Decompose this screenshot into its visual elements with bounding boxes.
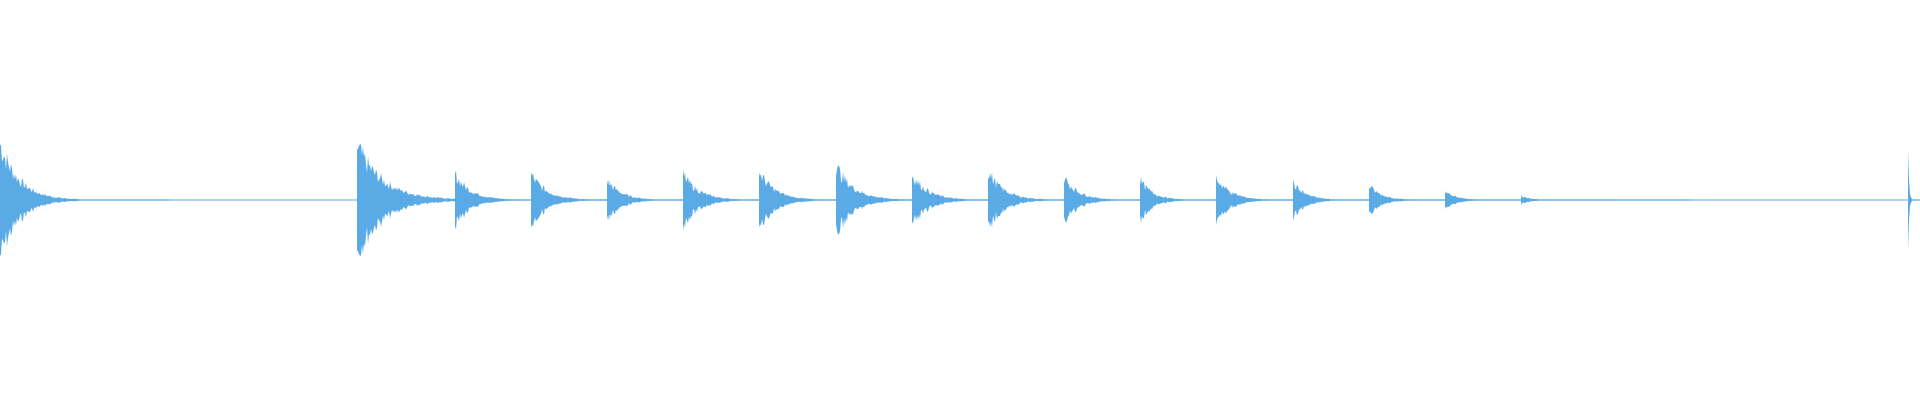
waveform-transient	[0, 144, 170, 256]
waveform-transient	[357, 143, 527, 257]
waveform-transient	[1521, 194, 1691, 206]
waveform-transients	[0, 143, 1920, 257]
waveform-transient	[1908, 150, 1920, 250]
